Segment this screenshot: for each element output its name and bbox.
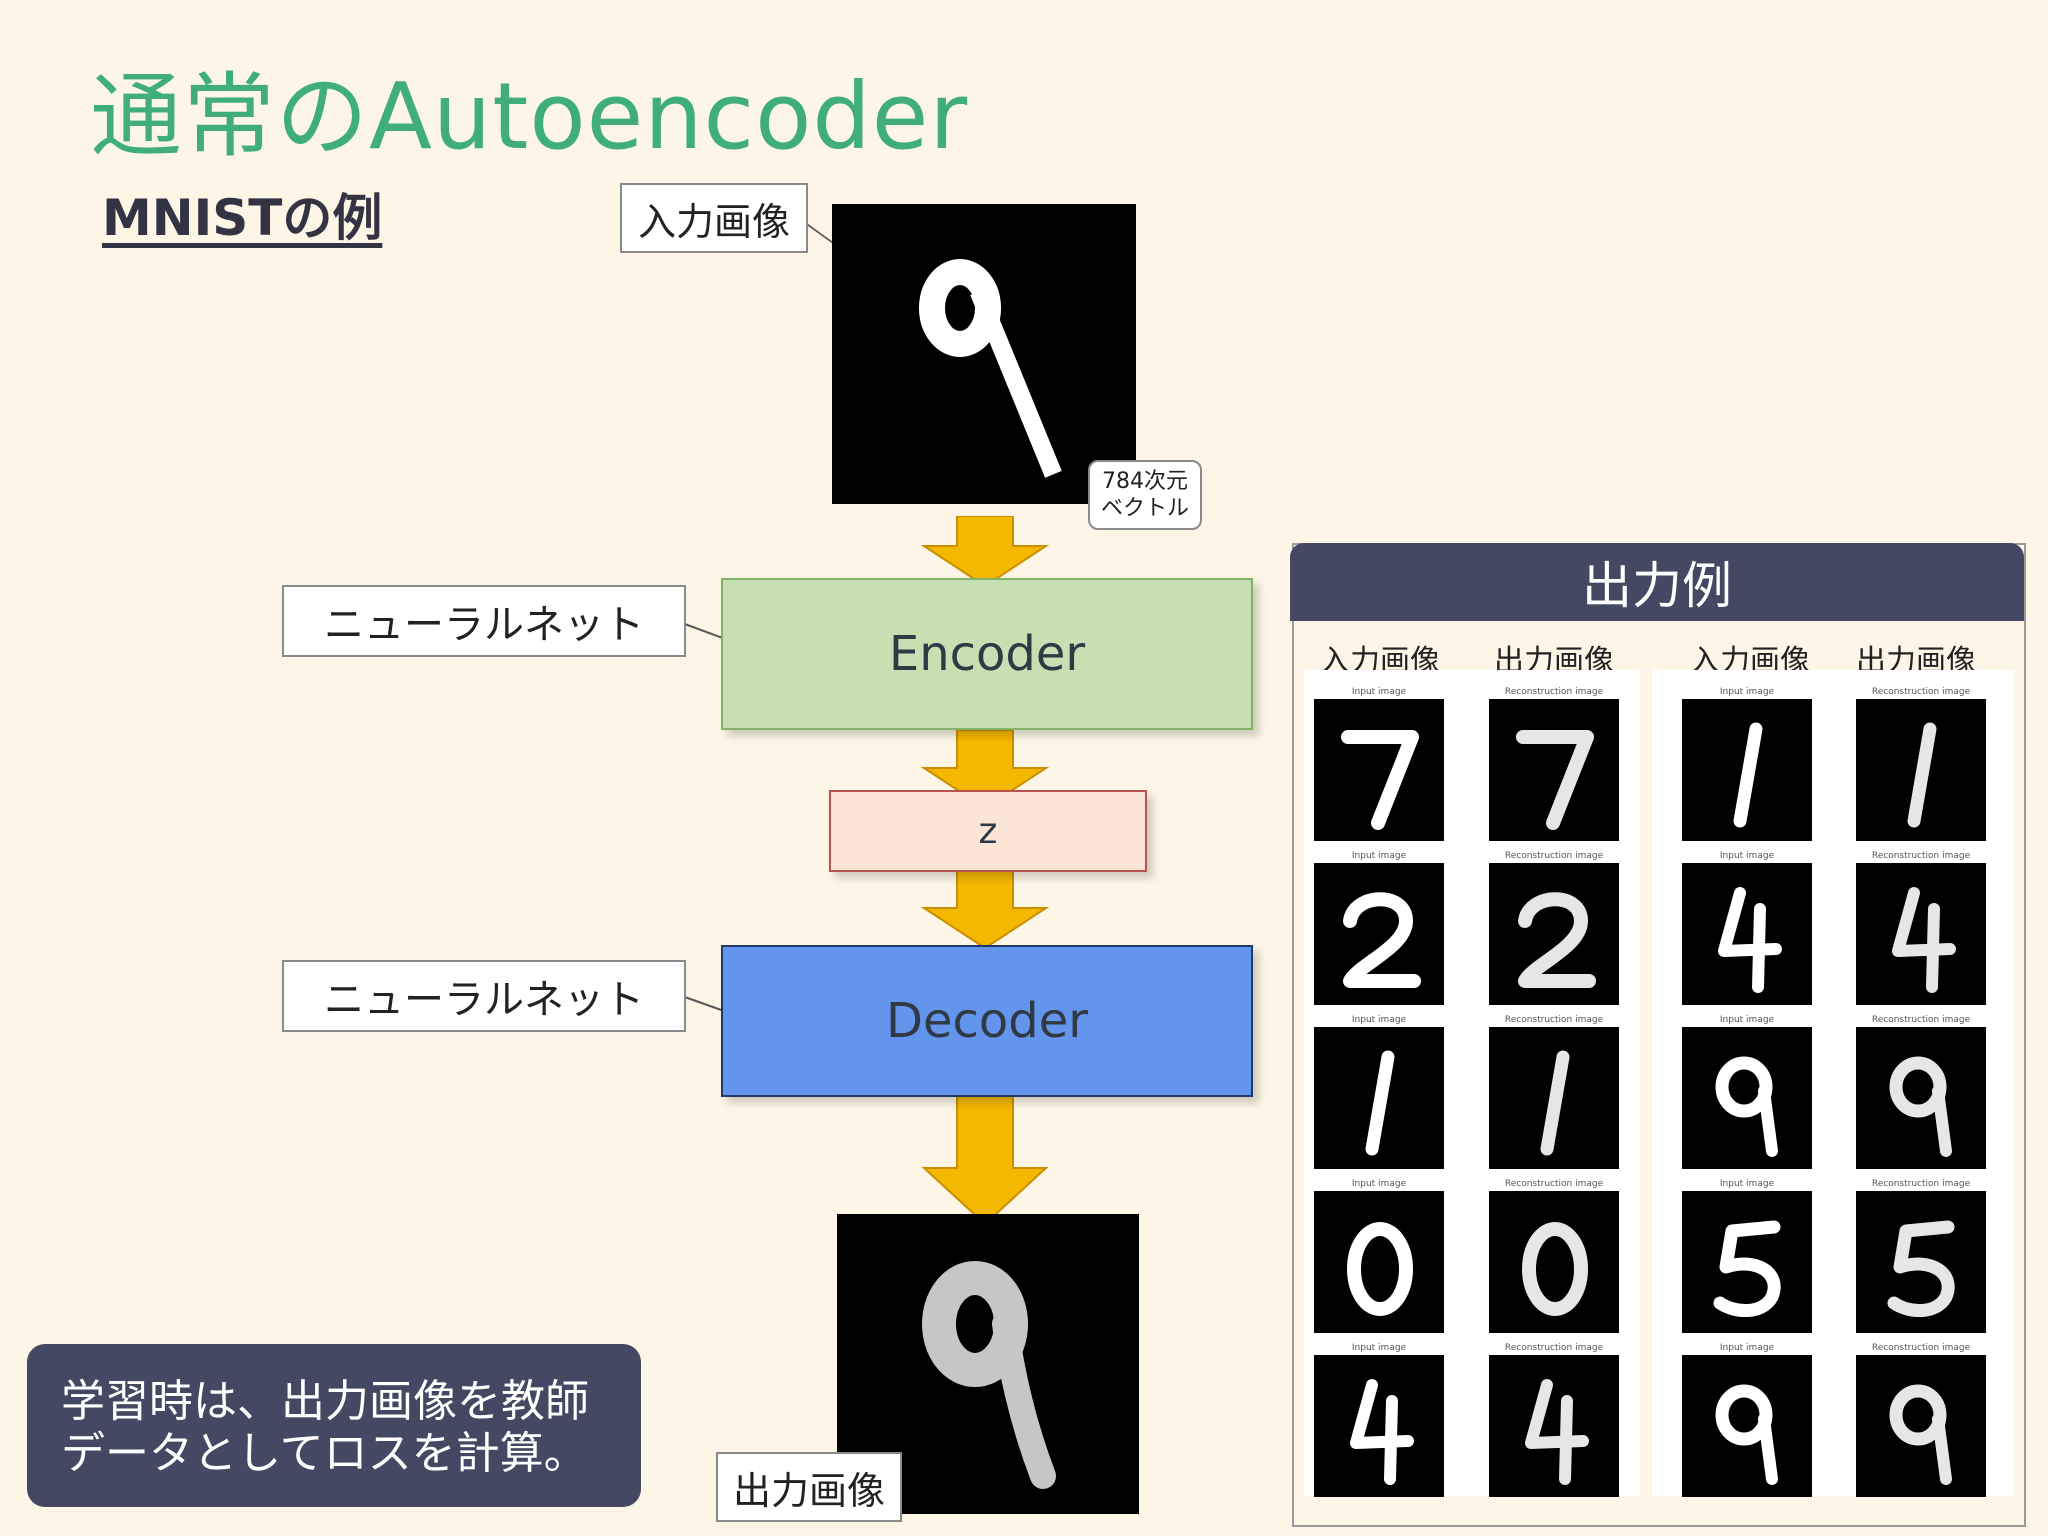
training-note-line1: 学習時は、出力画像を教師 xyxy=(61,1376,589,1427)
digit-image-9 xyxy=(1682,1027,1812,1169)
example-right-recon-4: Reconstruction image xyxy=(1856,1177,1986,1333)
digit-image-0 xyxy=(1489,1191,1619,1333)
digit-image-4 xyxy=(1489,1355,1619,1497)
arrow-z-decoder xyxy=(920,870,1050,950)
example-caption: Reconstruction image xyxy=(1504,851,1604,861)
example-left-recon-4: Reconstruction image xyxy=(1489,1177,1619,1333)
example-left-recon-5: Reconstruction image xyxy=(1489,1341,1619,1497)
digit-image-4 xyxy=(1682,863,1812,1005)
digit-image-7 xyxy=(1489,699,1619,841)
digit-image-9 xyxy=(1856,1355,1986,1497)
example-right-recon-5: Reconstruction image xyxy=(1856,1341,1986,1497)
digit-image-4 xyxy=(1314,1355,1444,1497)
page-title: 通常のAutoencoder xyxy=(90,63,969,170)
example-caption: Reconstruction image xyxy=(1871,1015,1971,1025)
example-caption: Input image xyxy=(1719,687,1775,697)
example-caption: Reconstruction image xyxy=(1504,1343,1604,1353)
example-left-recon-1: Reconstruction image xyxy=(1489,685,1619,841)
vector-note-line2: ベクトル xyxy=(1100,496,1189,521)
digit-image-0 xyxy=(1314,1191,1444,1333)
encoder-nn-label: ニューラルネット xyxy=(282,585,686,657)
latent-z-block: z xyxy=(829,790,1147,872)
example-caption: Input image xyxy=(1719,851,1775,861)
page-subtitle: MNISTの例 xyxy=(102,189,383,247)
example-left-recon-2: Reconstruction image xyxy=(1489,849,1619,1005)
example-caption: Reconstruction image xyxy=(1871,687,1971,697)
arrow-input-encoder xyxy=(920,516,1050,588)
decoder-block: Decoder xyxy=(721,945,1253,1097)
example-caption: Reconstruction image xyxy=(1504,1015,1604,1025)
output-image-label: 出力画像 xyxy=(716,1452,902,1522)
example-right-input-1: Input image xyxy=(1682,685,1812,841)
example-caption: Input image xyxy=(1719,1343,1775,1353)
example-right-input-2: Input image xyxy=(1682,849,1812,1005)
input-image xyxy=(832,204,1136,504)
input-image-label: 入力画像 xyxy=(620,183,808,253)
example-right-recon-3: Reconstruction image xyxy=(1856,1013,1986,1169)
examples-header: 出力例 xyxy=(1290,543,2024,621)
example-caption: Input image xyxy=(1351,687,1407,697)
example-caption: Reconstruction image xyxy=(1871,1343,1971,1353)
training-note: 学習時は、出力画像を教師 データとしてロスを計算。 xyxy=(27,1344,641,1507)
training-note-line2: データとしてロスを計算。 xyxy=(61,1428,588,1479)
example-caption: Input image xyxy=(1351,1179,1407,1189)
example-right-input-3: Input image xyxy=(1682,1013,1812,1169)
digit-image-1 xyxy=(1682,699,1812,841)
digit-image-7 xyxy=(1314,699,1444,841)
digit-image-5 xyxy=(1856,1191,1986,1333)
digit-image-9 xyxy=(1682,1355,1812,1497)
decoder-nn-label: ニューラルネット xyxy=(282,960,686,1032)
arrow-decoder-output xyxy=(921,1094,1049,1226)
example-left-input-4: Input image xyxy=(1314,1177,1444,1333)
digit-image-4 xyxy=(1856,863,1986,1005)
example-left-input-2: Input image xyxy=(1314,849,1444,1005)
example-caption: Input image xyxy=(1719,1015,1775,1025)
digit-image-1 xyxy=(1856,699,1986,841)
example-right-input-4: Input image xyxy=(1682,1177,1812,1333)
example-left-input-3: Input image xyxy=(1314,1013,1444,1169)
example-caption: Reconstruction image xyxy=(1871,1179,1971,1189)
digit-image-2 xyxy=(1314,863,1444,1005)
example-left-recon-3: Reconstruction image xyxy=(1489,1013,1619,1169)
encoder-block: Encoder xyxy=(721,578,1253,730)
example-caption: Reconstruction image xyxy=(1871,851,1971,861)
vector-note: 784次元 ベクトル xyxy=(1088,460,1202,530)
example-caption: Input image xyxy=(1351,851,1407,861)
digit-image-2 xyxy=(1489,863,1619,1005)
digit-image-5 xyxy=(1682,1191,1812,1333)
example-caption: Input image xyxy=(1719,1179,1775,1189)
example-caption: Input image xyxy=(1351,1015,1407,1025)
example-caption: Input image xyxy=(1351,1343,1407,1353)
digit-image-9 xyxy=(1856,1027,1986,1169)
example-caption: Reconstruction image xyxy=(1504,687,1604,697)
example-left-input-1: Input image xyxy=(1314,685,1444,841)
digit-image-1 xyxy=(1489,1027,1619,1169)
digit-image-1 xyxy=(1314,1027,1444,1169)
example-left-input-5: Input image xyxy=(1314,1341,1444,1497)
example-right-recon-1: Reconstruction image xyxy=(1856,685,1986,841)
example-right-input-5: Input image xyxy=(1682,1341,1812,1497)
arrow-encoder-z xyxy=(920,730,1050,810)
example-right-recon-2: Reconstruction image xyxy=(1856,849,1986,1005)
vector-note-line1: 784次元 xyxy=(1102,469,1188,494)
example-caption: Reconstruction image xyxy=(1504,1179,1604,1189)
